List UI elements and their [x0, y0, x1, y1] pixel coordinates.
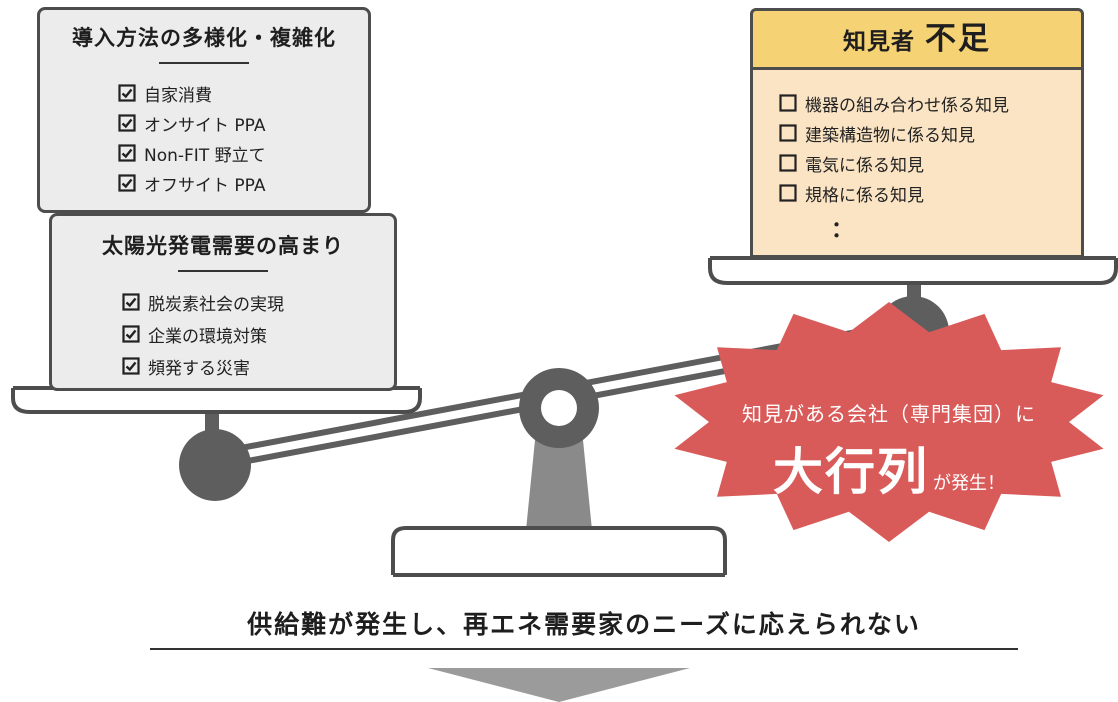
- checkbox-empty-icon: [779, 184, 797, 202]
- methods-item-label: オフサイト PPA: [144, 175, 266, 196]
- burst-big-text: 大行列: [773, 443, 929, 501]
- burst-line1: 知見がある会社（専門集団）に: [742, 402, 1036, 426]
- methods-checklist: 自家消費 オンサイト PPA Non-FIT 野立て オフサイト PPA: [118, 78, 368, 198]
- lack-item: 建築構造物に係る知見: [779, 118, 1081, 148]
- checkbox-checked-icon: [118, 114, 136, 132]
- lack-item: 電気に係る知見: [779, 148, 1081, 178]
- lack-checklist: 機器の組み合わせ係る知見 建築構造物に係る知見 電気に係る知見 規格に係る知見: [779, 88, 1081, 208]
- left-pan: [11, 388, 422, 414]
- lack-title-big: 不足: [925, 21, 991, 57]
- bottom-message-underline: [150, 648, 1018, 650]
- lack-item-label: 機器の組み合わせ係る知見: [805, 95, 1009, 116]
- checkbox-checked-icon: [118, 84, 136, 102]
- checkbox-checked-icon: [122, 357, 140, 375]
- bottom-message: 供給難が発生し、再エネ需要家のニーズに応えられない: [247, 610, 921, 639]
- methods-item-label: オンサイト PPA: [144, 115, 266, 136]
- demand-item: 企業の環境対策: [122, 318, 394, 350]
- checkbox-checked-icon: [122, 293, 140, 311]
- lack-item-label: 規格に係る知見: [805, 185, 924, 206]
- checkbox-empty-icon: [779, 124, 797, 142]
- demand-item-label: 脱炭素社会の実現: [148, 294, 284, 315]
- demand-item: 頻発する災害: [122, 350, 394, 382]
- lack-item: 機器の組み合わせ係る知見: [779, 88, 1081, 118]
- checkbox-checked-icon: [118, 144, 136, 162]
- demand-item: 脱炭素社会の実現: [122, 286, 394, 318]
- left-weight: [179, 429, 251, 501]
- methods-item: オフサイト PPA: [118, 168, 368, 198]
- methods-item: Non-FIT 野立て: [118, 138, 368, 168]
- lack-item-label: 建築構造物に係る知見: [805, 125, 975, 146]
- demand-title-underline: [178, 270, 268, 272]
- burst-shape: [674, 302, 1104, 542]
- methods-item-label: Non-FIT 野立て: [144, 145, 266, 166]
- lack-list-box: 機器の組み合わせ係る知見 建築構造物に係る知見 電気に係る知見 規格に係る知見 …: [750, 70, 1084, 258]
- demand-item-label: 企業の環境対策: [148, 326, 267, 347]
- methods-title: 導入方法の多様化・複雑化: [72, 26, 336, 50]
- methods-title-underline: [159, 62, 249, 64]
- burst-small-text: が発生！: [933, 473, 1005, 494]
- right-pan: [708, 258, 1118, 285]
- scale-base: [391, 526, 727, 575]
- checkbox-checked-icon: [118, 174, 136, 192]
- demand-item-label: 頻発する災害: [148, 358, 250, 379]
- demand-title: 太陽光発電需要の高まり: [102, 234, 344, 258]
- lack-item: 規格に係る知見: [779, 178, 1081, 208]
- methods-item-label: 自家消費: [144, 85, 212, 106]
- methods-item: オンサイト PPA: [118, 108, 368, 138]
- demand-checklist: 脱炭素社会の実現 企業の環境対策 頻発する災害: [122, 286, 394, 382]
- down-arrow-icon: [428, 668, 690, 702]
- lack-ellipsis: ：: [831, 218, 854, 243]
- methods-item: 自家消費: [118, 78, 368, 108]
- lack-header: 知見者不足: [750, 8, 1084, 70]
- lack-item-label: 電気に係る知見: [805, 155, 924, 176]
- scale-pivot-hole: [541, 390, 577, 426]
- checkbox-empty-icon: [779, 94, 797, 112]
- methods-box: 導入方法の多様化・複雑化 自家消費 オンサイト PPA Non-FIT 野立て …: [37, 7, 371, 213]
- checkbox-checked-icon: [122, 325, 140, 343]
- demand-box: 太陽光発電需要の高まり 脱炭素社会の実現 企業の環境対策 頻発する災害: [49, 213, 397, 391]
- lack-title-small: 知見者: [843, 29, 915, 55]
- checkbox-empty-icon: [779, 154, 797, 172]
